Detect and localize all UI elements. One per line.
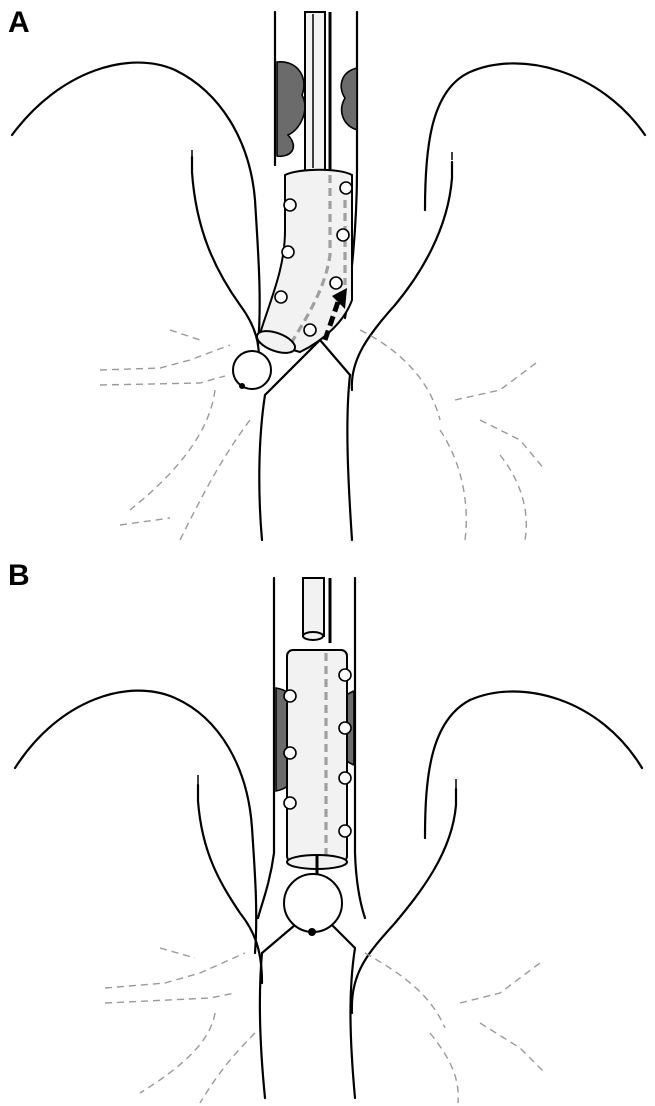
lymph-node-right <box>341 68 357 130</box>
right-main-bronchus <box>347 375 352 540</box>
right-main-bronchus <box>350 948 355 1098</box>
lung-vessel-lines <box>105 953 245 988</box>
port <box>304 324 316 336</box>
lymph-node-left <box>277 62 305 156</box>
port <box>339 772 351 784</box>
port <box>339 825 351 837</box>
diagram-a-svg <box>0 0 655 553</box>
port <box>275 291 287 303</box>
port <box>339 669 351 681</box>
panel-a: A <box>0 0 655 553</box>
left-main-bronchus <box>259 395 265 540</box>
port <box>337 229 349 241</box>
port <box>284 690 296 702</box>
right-pleura-inner <box>352 789 456 1013</box>
left-lung-outline <box>15 691 256 953</box>
balloon <box>284 874 342 932</box>
port <box>284 797 296 809</box>
left-pleura-inner <box>192 157 259 375</box>
port <box>284 199 296 211</box>
port <box>282 246 294 258</box>
lung-vessel-lines <box>100 345 230 370</box>
trachea-left-wall <box>258 578 274 918</box>
port <box>340 182 352 194</box>
port <box>284 747 296 759</box>
right-pleura-inner <box>352 162 452 390</box>
right-lung-outline <box>425 63 645 210</box>
sheath-body <box>258 170 352 352</box>
trachea-right-wall <box>355 578 365 918</box>
left-lung-outline <box>12 63 260 345</box>
diagram-b-svg <box>0 553 655 1106</box>
left-pleura-inner <box>198 785 262 983</box>
scope-shaft <box>305 12 325 172</box>
port <box>339 722 351 734</box>
scope-shaft <box>303 578 324 636</box>
balloon <box>233 351 271 389</box>
right-lung-outline <box>425 691 642 838</box>
port <box>330 277 342 289</box>
panel-b: B <box>0 553 655 1106</box>
